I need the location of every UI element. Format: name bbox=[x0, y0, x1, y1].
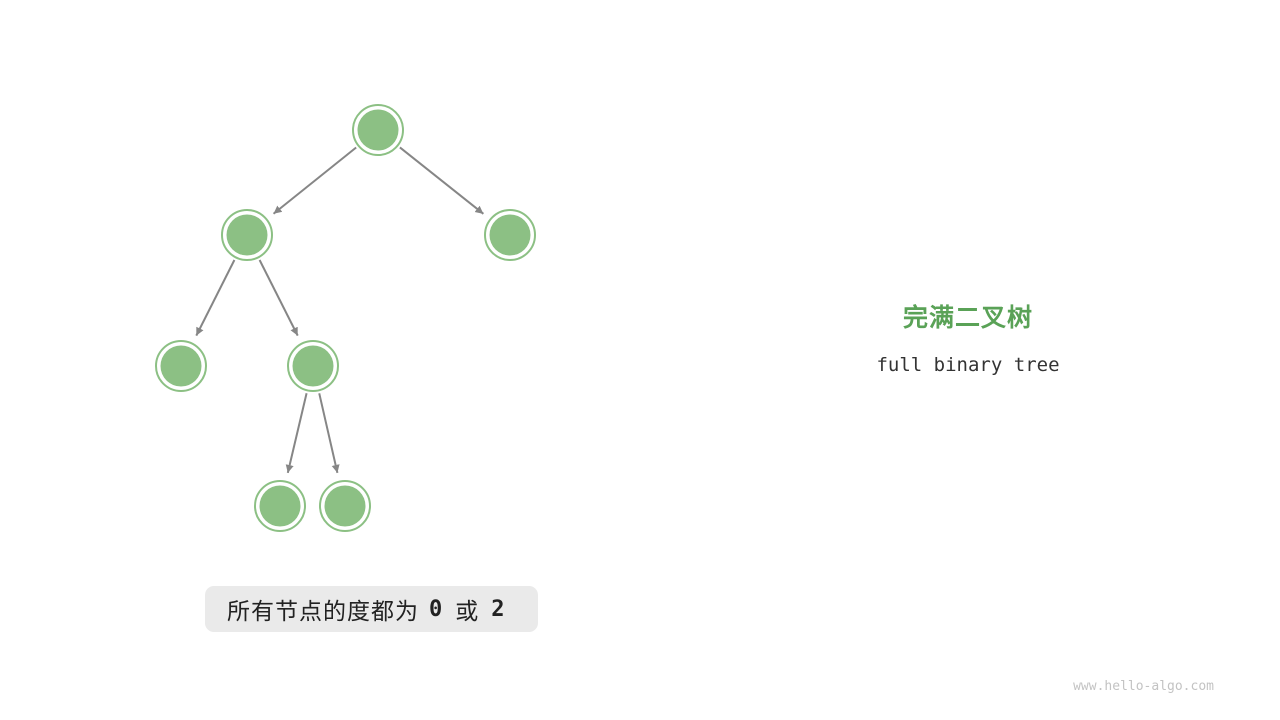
watermark: www.hello-algo.com bbox=[1073, 679, 1214, 694]
diagram-label: 完满二叉树 full binary tree bbox=[818, 298, 1118, 376]
degree-value-0: 0 bbox=[429, 596, 444, 622]
tree-node bbox=[254, 480, 306, 532]
tree-edge bbox=[195, 259, 236, 337]
tree-node bbox=[155, 340, 207, 392]
tree-edge bbox=[272, 146, 357, 215]
tree-edge bbox=[399, 146, 485, 215]
tree-node bbox=[484, 209, 536, 261]
tree-nodes bbox=[155, 104, 536, 532]
tree-node bbox=[319, 480, 371, 532]
diagram-subtitle: full binary tree bbox=[876, 354, 1060, 376]
degree-value-2: 2 bbox=[491, 596, 506, 622]
tree-edge bbox=[285, 393, 308, 474]
caption-box: 所有节点的度都为 0 或 2 bbox=[205, 586, 538, 632]
diagram-title: 完满二叉树 bbox=[902, 304, 1033, 332]
tree-edge bbox=[258, 259, 299, 337]
tree-edge bbox=[318, 393, 340, 474]
tree-node bbox=[221, 209, 273, 261]
tree-node bbox=[352, 104, 404, 156]
tree-node bbox=[287, 340, 339, 392]
caption-prefix: 所有节点的度都为 bbox=[227, 598, 419, 624]
tree-edges bbox=[195, 146, 485, 474]
caption-conjunction: 或 bbox=[455, 598, 480, 624]
